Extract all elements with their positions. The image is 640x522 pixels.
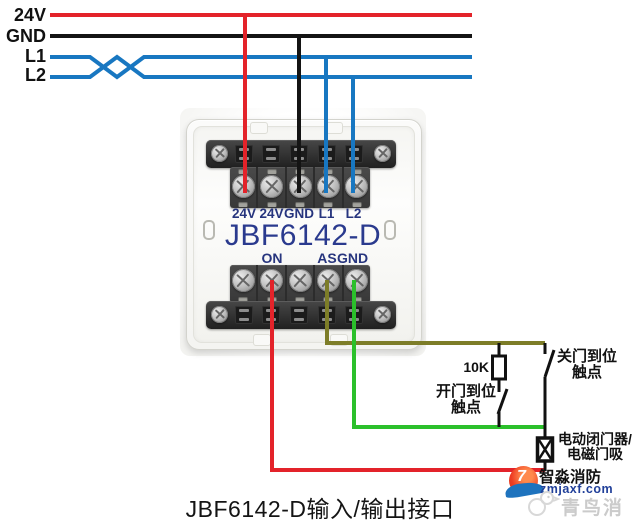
terminal-l2 <box>344 167 370 208</box>
bar-screw-icon <box>374 145 391 162</box>
terminal-24v-2 <box>258 167 287 208</box>
terminal-label-on: ON <box>261 250 283 266</box>
qingniao-bird-icon <box>528 491 560 516</box>
terminal-l1 <box>315 167 344 208</box>
wire-l2-bus-twisted <box>50 54 472 79</box>
terminal-bar-top <box>206 140 396 168</box>
terminal-bottom-3 <box>287 265 316 303</box>
terminal-screw-icon <box>288 175 312 198</box>
door-close-contact-label: 关门到位 触点 <box>546 349 628 381</box>
terminal-screw-icon <box>316 175 340 198</box>
bar-screw-icon <box>211 145 228 162</box>
door-open-contact-line2: 触点 <box>450 399 481 416</box>
wire-slot <box>345 306 363 324</box>
zhimiao-watermark-site: zmjaxf.com <box>540 482 614 496</box>
zhimiao-logo-glyph: 7 <box>517 468 526 485</box>
zhimiao-watermark-name: 智淼消防 <box>539 469 602 486</box>
wire-l1-bus-twisted <box>50 55 472 80</box>
terminal-label-24v-2: 24V <box>259 206 284 221</box>
door-closer-device-line1: 电动闭门器/ <box>558 431 632 447</box>
terminal-block-bottom <box>230 265 370 303</box>
terminal-24v-1 <box>230 167 259 208</box>
terminal-screw-icon <box>316 269 340 292</box>
wire-slot <box>235 145 253 163</box>
door-close-contact-line1: 关门到位 <box>556 348 617 365</box>
terminal-bar-bottom <box>206 301 396 329</box>
diagram-caption: JBF6142-D输入/输出接口 <box>185 496 455 522</box>
module-tab-top-right <box>325 122 343 134</box>
terminal-gnd-bottom <box>344 265 370 303</box>
wire-slot <box>318 145 336 163</box>
resistor-label: 10K <box>463 359 489 375</box>
terminal-gnd <box>287 167 316 208</box>
module-slot-right <box>384 220 396 240</box>
terminal-screw-icon <box>231 269 255 292</box>
terminal-label-l1: L1 <box>318 206 335 221</box>
terminal-label-l2: L2 <box>345 206 362 221</box>
wire-slot <box>235 306 253 324</box>
bar-screw-icon <box>211 306 228 323</box>
door-open-contact-label: 开门到位 触点 <box>425 384 507 416</box>
bus-label-gnd: GND <box>6 26 46 46</box>
terminal-screw-icon <box>260 269 284 292</box>
wire-slot <box>262 145 280 163</box>
module-slot-left <box>203 220 215 240</box>
door-closer-device-symbol <box>535 436 555 463</box>
bar-screw-icon <box>374 306 391 323</box>
module-title: JBF6142-D <box>224 219 382 252</box>
door-close-contact-line2: 触点 <box>571 364 602 381</box>
terminal-label-24v-1: 24V <box>231 206 257 221</box>
terminal-screw-icon <box>288 269 312 292</box>
bus-label-24v: 24V <box>13 5 46 25</box>
bus-label-l1: L1 <box>24 46 46 66</box>
wire-slot <box>290 306 308 324</box>
door-closer-device-x <box>537 439 553 460</box>
terminal-screw-icon <box>345 269 369 292</box>
terminal-bottom-1 <box>230 265 259 303</box>
wire-slot <box>262 306 280 324</box>
qingniao-watermark-name: 青鸟消防 <box>561 498 625 519</box>
wire-slot <box>345 145 363 163</box>
door-closer-device-label: 电动闭门器/ 电磁门吸 <box>554 432 636 462</box>
module-tab-bottom-right <box>330 334 348 346</box>
terminal-label-as: AS <box>317 250 337 266</box>
terminal-label-gnd: GND <box>284 206 314 221</box>
terminal-on <box>258 265 287 303</box>
terminal-screw-icon <box>345 175 369 198</box>
module-tab-bottom-left <box>253 334 271 346</box>
terminal-block-top <box>230 167 370 208</box>
bus-label-l2: L2 <box>24 65 46 85</box>
module-tab-top-left <box>250 122 268 134</box>
door-open-contact-line1: 开门到位 <box>435 383 496 400</box>
zhimiao-logo-icon: 7 <box>504 466 544 500</box>
terminal-as <box>315 265 344 303</box>
wire-slot <box>318 306 336 324</box>
wire-slot <box>290 145 308 163</box>
door-closer-device-line2: 电磁门吸 <box>567 446 623 462</box>
terminal-screw-icon <box>231 175 255 198</box>
resistor-10k-symbol <box>491 354 507 381</box>
terminal-label-gnd-bottom: GND <box>336 250 369 266</box>
terminal-screw-icon <box>260 175 284 198</box>
